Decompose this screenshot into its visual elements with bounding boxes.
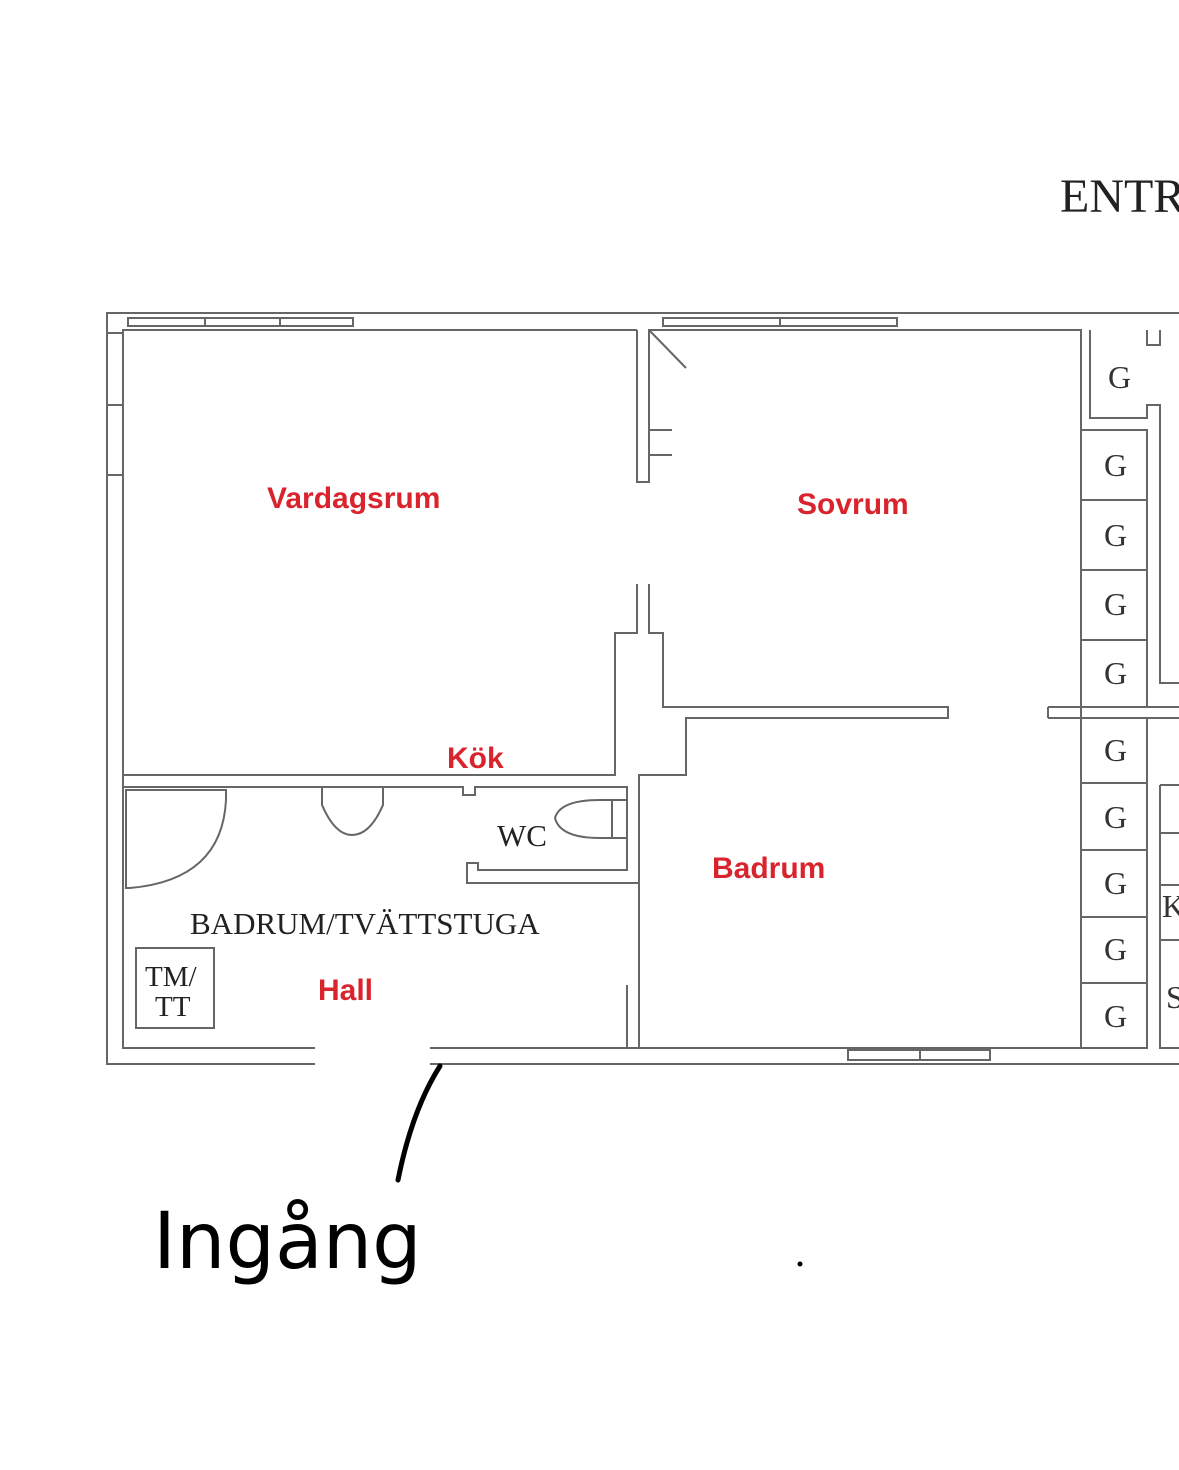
- svg-text:G: G: [1104, 799, 1127, 835]
- svg-text:S: S: [1166, 979, 1179, 1015]
- svg-text:G: G: [1104, 447, 1127, 483]
- room-label-kok: Kök: [447, 742, 504, 775]
- svg-text:G: G: [1104, 998, 1127, 1034]
- room-label-sovrum: Sovrum: [797, 488, 909, 521]
- room-label-badrum: Badrum: [712, 852, 825, 885]
- windows: [127, 317, 991, 1061]
- label-badrum-tvattstuga: BADRUM/TVÄTTSTUGA: [190, 906, 540, 941]
- fixtures: [125, 787, 628, 1029]
- label-tm: TM/: [145, 961, 198, 993]
- sink-icon: [321, 787, 384, 837]
- title-partial: ENTR: [1060, 170, 1179, 223]
- label-wc: WC: [497, 818, 547, 853]
- room-label-vardagsrum: Vardagsrum: [267, 482, 440, 515]
- svg-text:G: G: [1108, 359, 1131, 395]
- room-label-hall: Hall: [318, 974, 373, 1007]
- svg-text:G: G: [1104, 517, 1127, 553]
- storage-labels: G G G G G G G G G G K S: [1104, 359, 1179, 1034]
- dot-mark: [797, 1261, 803, 1267]
- svg-text:G: G: [1104, 732, 1127, 768]
- interior-walls: [123, 329, 1179, 1049]
- shower-icon: [125, 789, 227, 889]
- svg-text:G: G: [1104, 655, 1127, 691]
- outer-walls: [106, 312, 1179, 1065]
- toilet-icon: [553, 799, 613, 839]
- entrance-label: Ingång: [153, 1197, 422, 1287]
- label-tt: TT: [155, 991, 191, 1023]
- svg-text:G: G: [1104, 586, 1127, 622]
- svg-text:K: K: [1162, 888, 1179, 924]
- svg-text:G: G: [1104, 931, 1127, 967]
- washer-dryer-box: [135, 947, 215, 1029]
- svg-text:G: G: [1104, 865, 1127, 901]
- entrance-arrow-line: [395, 1063, 443, 1183]
